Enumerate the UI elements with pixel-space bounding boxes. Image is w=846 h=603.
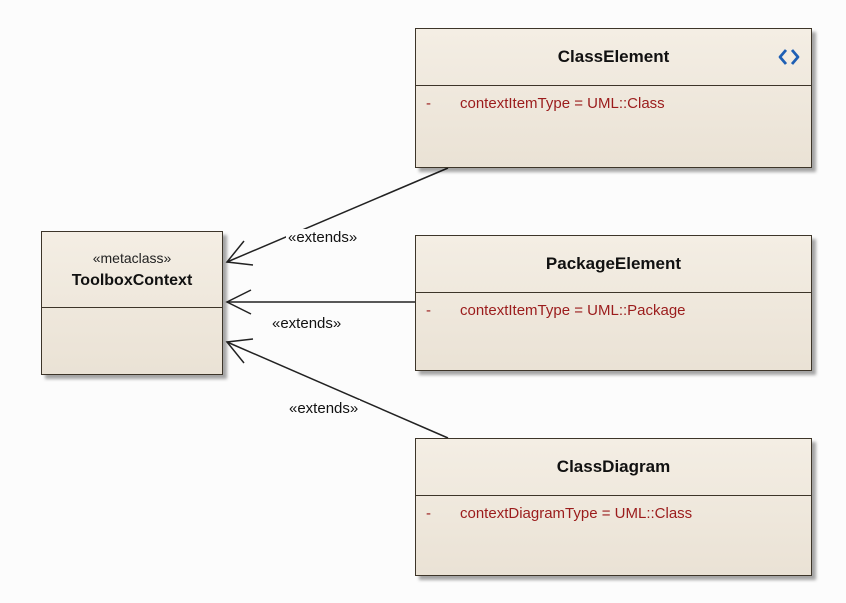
class-classdiagram[interactable]: ClassDiagram - contextDiagramType = UML:…	[415, 438, 812, 576]
interface-stereotype-icon	[778, 49, 800, 65]
arrowhead-3	[225, 338, 254, 364]
arrowhead-2	[225, 289, 252, 315]
class-name: ClassDiagram	[556, 457, 671, 476]
class-name: ClassElement	[557, 47, 670, 66]
extends-connector-3[interactable]	[226, 341, 449, 439]
attribute-text: contextDiagramType = UML::Class	[460, 504, 693, 522]
arrowhead-1	[225, 240, 254, 266]
extends-label-3: «extends»	[287, 400, 361, 417]
class-classelement[interactable]: ClassElement - contextItemType = UML::Cl…	[415, 28, 812, 168]
attribute-text: contextItemType = UML::Package	[460, 301, 686, 319]
attribute-visibility: -	[426, 504, 431, 522]
metaclass-toolboxcontext[interactable]: «metaclass» ToolboxContext	[41, 231, 223, 375]
class-attribute[interactable]: - contextItemType = UML::Class	[416, 86, 811, 120]
class-name: PackageElement	[545, 254, 682, 273]
attribute-text: contextItemType = UML::Class	[460, 94, 665, 112]
class-header: PackageElement	[416, 236, 811, 293]
class-header: ClassElement	[416, 29, 811, 86]
metaclass-stereotype: «metaclass»	[92, 249, 172, 266]
extends-label-2: «extends»	[270, 315, 344, 332]
metaclass-name: ToolboxContext	[71, 271, 193, 289]
metaclass-header: «metaclass» ToolboxContext	[42, 232, 222, 308]
extends-connector-1[interactable]	[226, 167, 449, 263]
attribute-visibility: -	[426, 94, 431, 112]
attribute-visibility: -	[426, 301, 431, 319]
extends-label-1: «extends»	[286, 229, 360, 246]
class-header: ClassDiagram	[416, 439, 811, 496]
class-attribute[interactable]: - contextItemType = UML::Package	[416, 293, 811, 327]
class-attribute[interactable]: - contextDiagramType = UML::Class	[416, 496, 811, 530]
class-packageelement[interactable]: PackageElement - contextItemType = UML::…	[415, 235, 812, 371]
